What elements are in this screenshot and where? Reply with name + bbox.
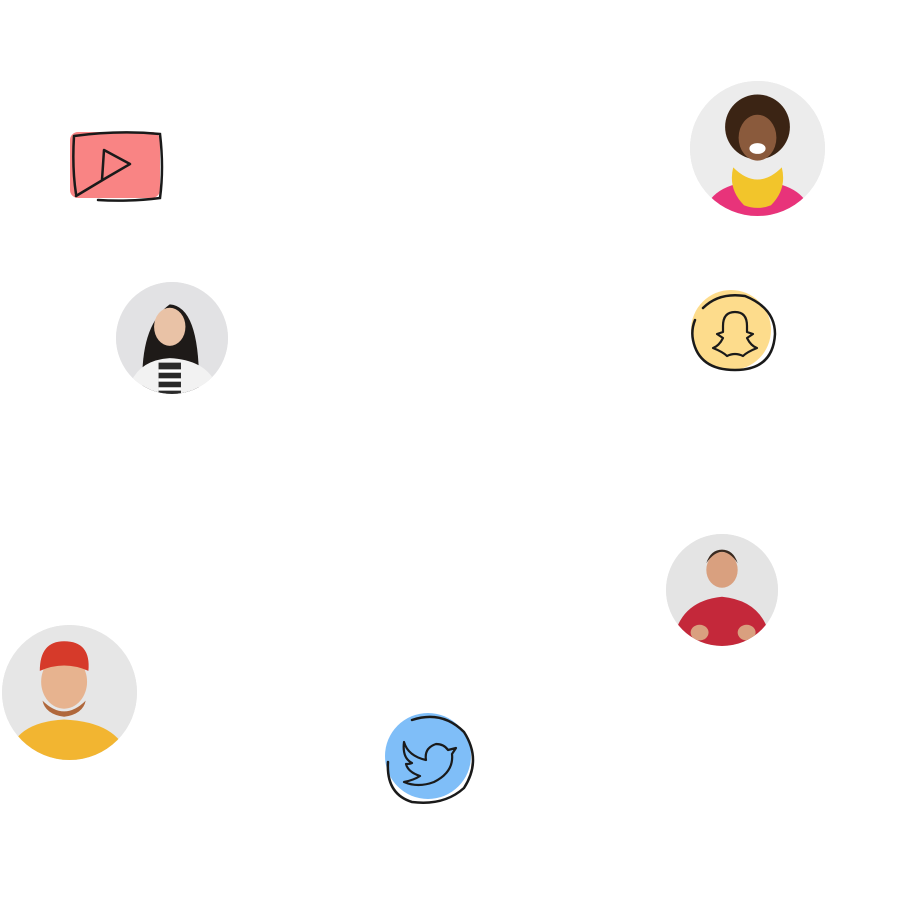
youtube-icon[interactable] bbox=[68, 128, 166, 206]
avatar-man-thumbs-up bbox=[666, 534, 778, 646]
avatar-curly-hair-woman bbox=[690, 81, 825, 216]
avatar-woman-glasses bbox=[116, 282, 228, 394]
snapchat-icon[interactable] bbox=[689, 290, 781, 374]
twitter-icon[interactable] bbox=[382, 712, 480, 806]
avatar-bearded-man bbox=[2, 625, 137, 760]
